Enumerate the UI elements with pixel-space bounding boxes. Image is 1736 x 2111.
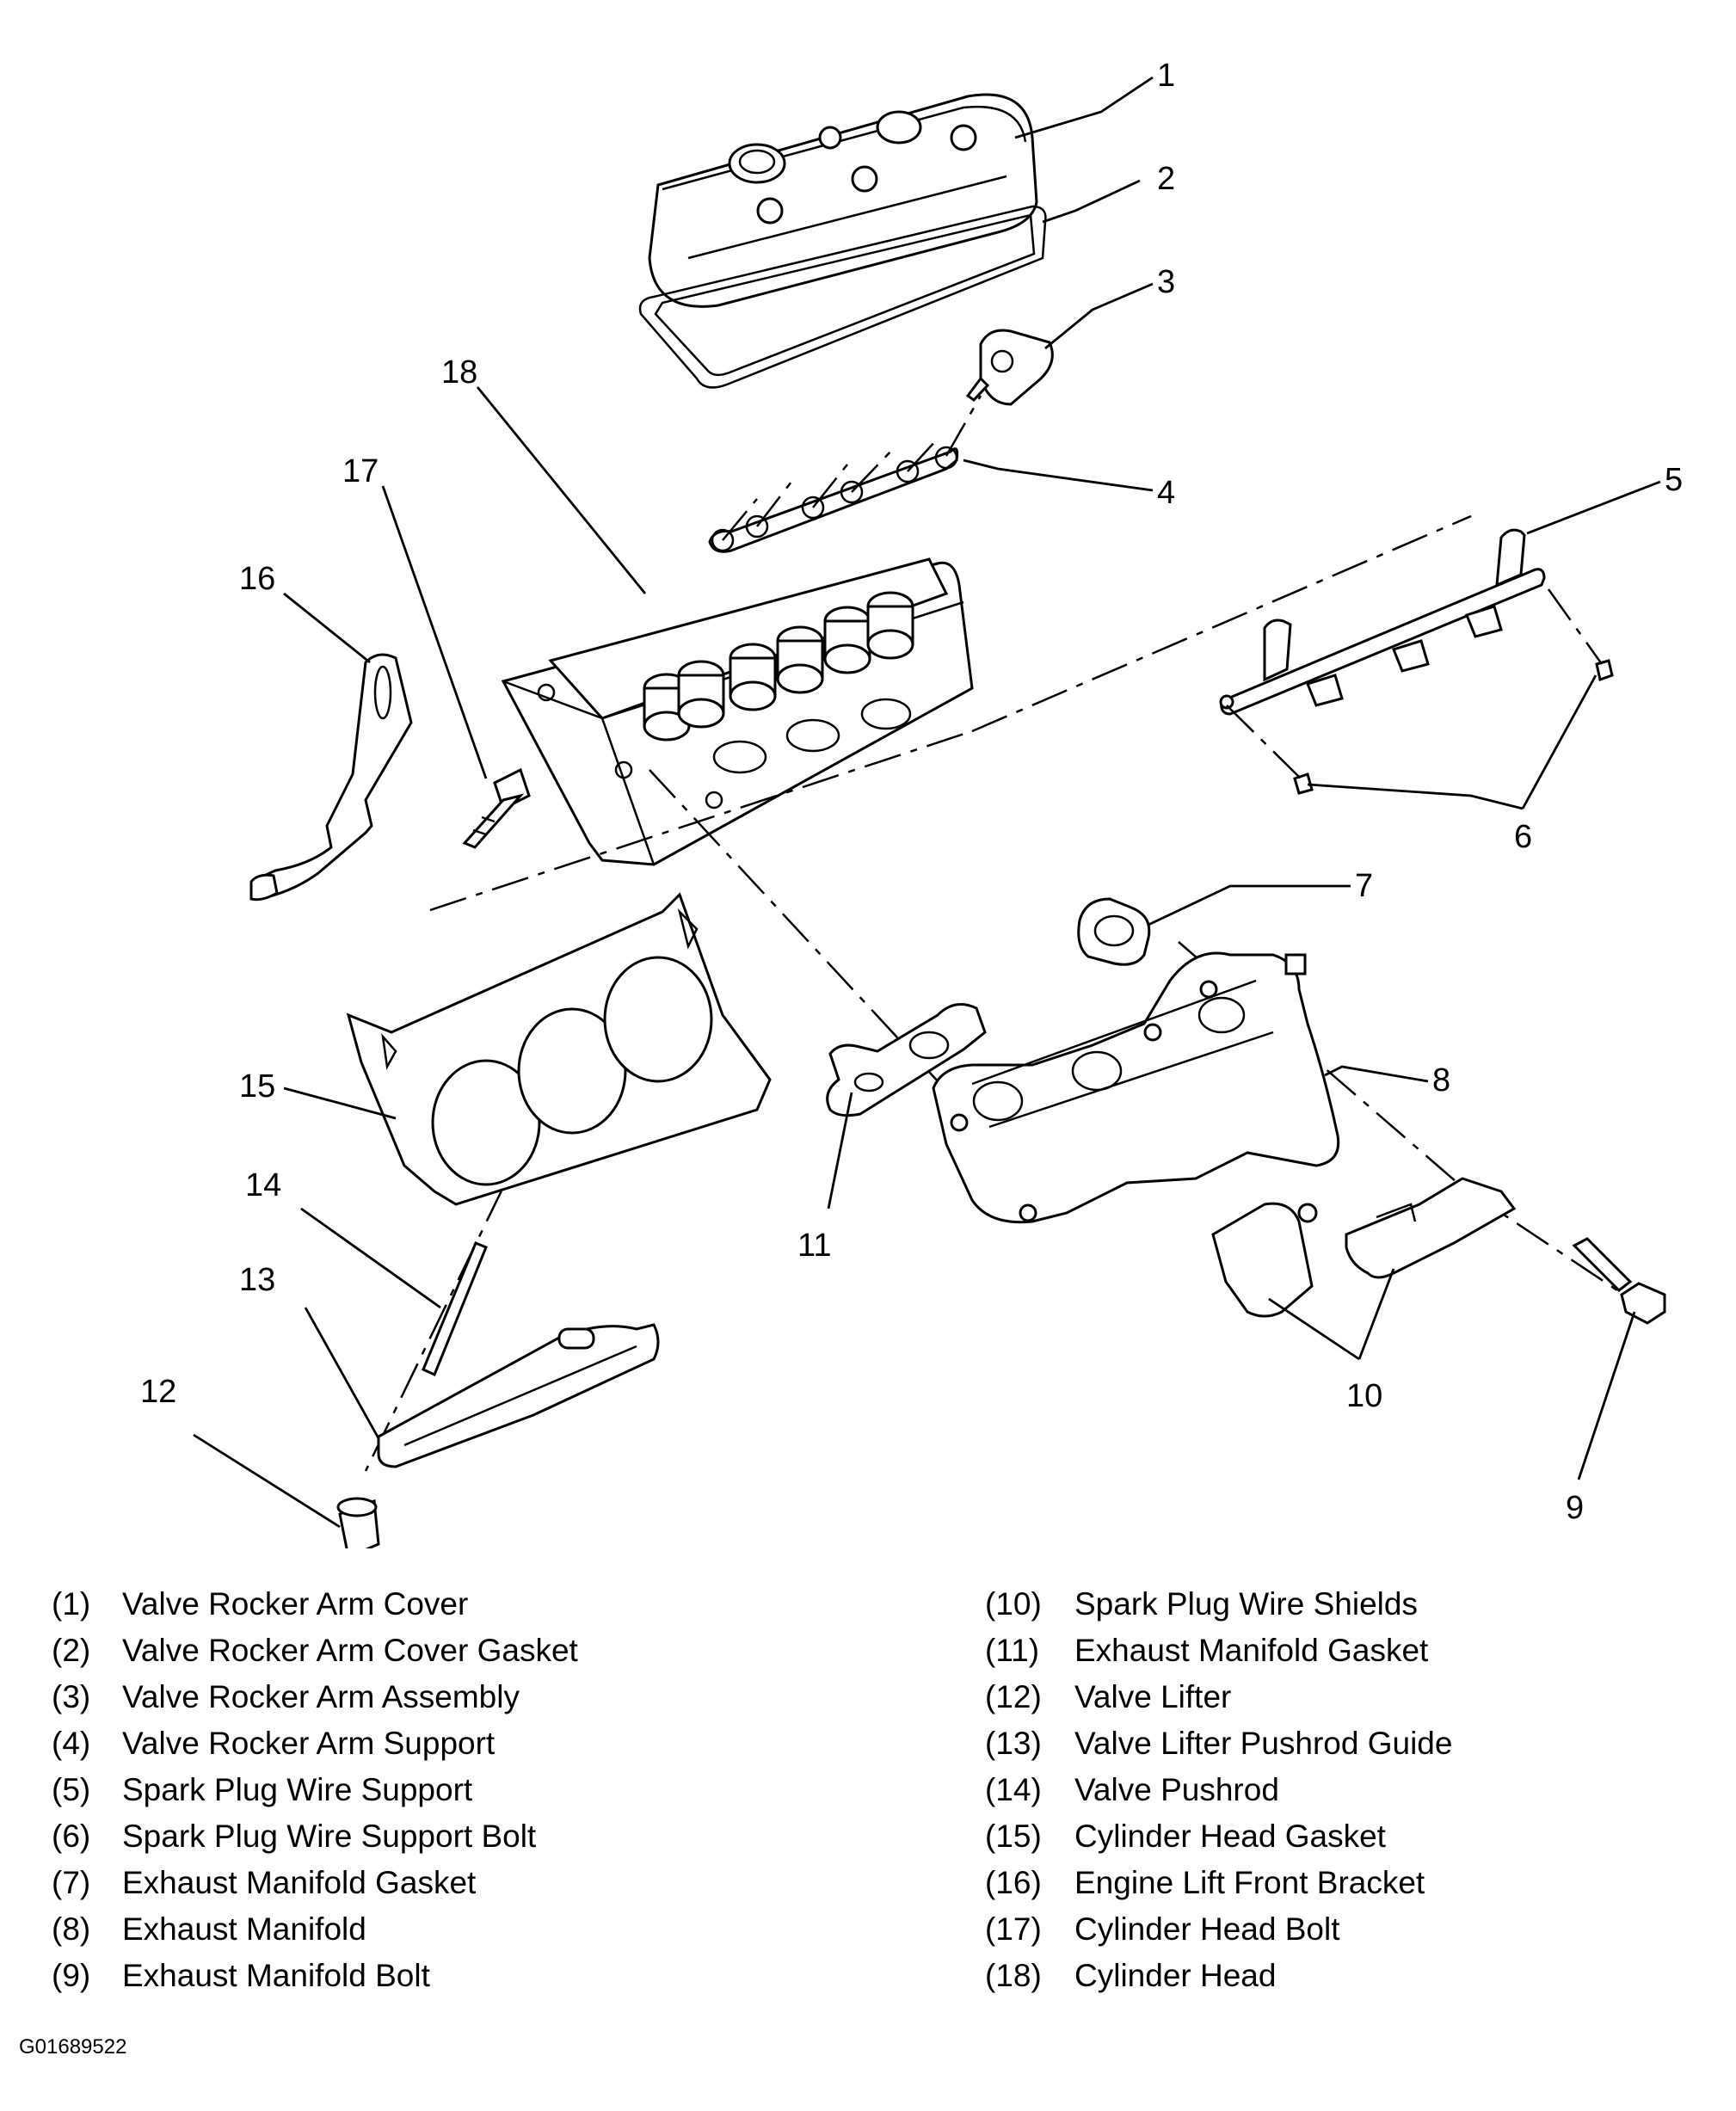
callout-1: 1	[1157, 58, 1175, 94]
callout-13: 13	[239, 1262, 275, 1298]
legend-item: (16) Engine Lift Front Bracket	[985, 1860, 1452, 1906]
legend-left-column: (1) Valve Rocker Arm Cover (2) Valve Rocke…	[52, 1581, 578, 1999]
legend-label: Spark Plug Wire Support	[122, 1772, 473, 1807]
valve-pushrod	[422, 1241, 488, 1377]
callout-4: 4	[1157, 475, 1175, 511]
legend-label: Cylinder Head Bolt	[1074, 1911, 1340, 1947]
callout-8: 8	[1432, 1062, 1450, 1099]
callout-16: 16	[239, 561, 275, 597]
callout-15: 15	[239, 1068, 275, 1105]
callout-7: 7	[1355, 868, 1373, 904]
legend-item: (5) Spark Plug Wire Support	[52, 1767, 578, 1813]
legend-number: (15)	[985, 1819, 1042, 1854]
legend-number: (14)	[985, 1772, 1042, 1807]
legend-number: (6)	[52, 1819, 91, 1854]
legend-number: (1)	[52, 1586, 91, 1622]
legend-label: Valve Rocker Arm Support	[122, 1726, 496, 1761]
cylinder-head-bolt	[462, 767, 531, 849]
legend-label: Spark Plug Wire Shields	[1074, 1586, 1418, 1622]
callout-5: 5	[1665, 462, 1683, 498]
legend-number: (4)	[52, 1726, 91, 1761]
valve-lifter	[336, 1497, 380, 1548]
exhaust-manifold-gasket-7	[1077, 897, 1151, 966]
cylinder-head	[501, 557, 974, 866]
callout-9: 9	[1566, 1490, 1584, 1526]
legend-item: (14) Valve Pushrod	[985, 1767, 1452, 1813]
leader-lines	[193, 76, 1661, 1529]
exhaust-manifold-bolt	[1572, 1237, 1666, 1325]
legend-label: Valve Rocker Arm Assembly	[122, 1679, 520, 1714]
valve-rocker-arm-support	[708, 395, 982, 553]
engine-lift-front-bracket	[249, 653, 413, 902]
legend-item: (2) Valve Rocker Arm Cover Gasket	[52, 1628, 578, 1674]
legend-number: (11)	[985, 1633, 1040, 1668]
callout-3: 3	[1157, 264, 1175, 300]
valve-lifter-pushrod-guide	[377, 1323, 660, 1468]
callout-18: 18	[441, 354, 477, 391]
legend-label: Exhaust Manifold Bolt	[122, 1958, 430, 1993]
exhaust-manifold-gasket-11	[826, 1003, 987, 1117]
callout-17: 17	[342, 453, 379, 489]
legend-item: (3) Valve Rocker Arm Assembly	[52, 1674, 578, 1720]
legend-label: Engine Lift Front Bracket	[1074, 1865, 1425, 1900]
legend-number: (2)	[52, 1633, 91, 1668]
callout-12: 12	[140, 1374, 176, 1410]
exhaust-manifold	[932, 951, 1340, 1224]
legend-number: (5)	[52, 1772, 91, 1807]
callout-11: 11	[797, 1228, 831, 1264]
legend-number: (9)	[52, 1958, 91, 1993]
legend-label: Valve Pushrod	[1074, 1772, 1279, 1807]
spark-plug-wire-support	[1219, 528, 1546, 716]
valve-rocker-arm-cover	[648, 93, 1038, 308]
figure-code: G01689522	[19, 2035, 127, 2059]
legend-number: (12)	[985, 1679, 1042, 1714]
legend-item: (1) Valve Rocker Arm Cover	[52, 1581, 578, 1628]
legend-item: (9) Exhaust Manifold Bolt	[52, 1953, 578, 1999]
legend-number: (17)	[985, 1911, 1042, 1947]
legend-number: (7)	[52, 1865, 91, 1900]
legend-label: Spark Plug Wire Support Bolt	[122, 1819, 537, 1854]
legend-number: (3)	[52, 1679, 91, 1714]
callout-labels: 1 2 3 4 5 6 7 8 9 10 11 12 13 14 15 16 1…	[140, 58, 1683, 1526]
spark-plug-wire-support-bolts	[1226, 588, 1614, 795]
callout-2: 2	[1157, 161, 1175, 197]
legend-item: (4) Valve Rocker Arm Support	[52, 1720, 578, 1767]
legend-label: Valve Rocker Arm Cover	[122, 1586, 469, 1622]
valve-springs	[643, 591, 914, 742]
valve-rocker-arm-assembly	[965, 329, 1054, 406]
legend-label: Valve Rocker Arm Cover Gasket	[122, 1633, 578, 1668]
callout-10: 10	[1346, 1378, 1382, 1414]
legend-number: (18)	[985, 1958, 1042, 1993]
legend-item: (11) Exhaust Manifold Gasket	[985, 1628, 1452, 1674]
legend-item: (18) Cylinder Head	[985, 1953, 1452, 1999]
legend-label: Exhaust Manifold Gasket	[1074, 1633, 1429, 1668]
legend-number: (8)	[52, 1911, 91, 1947]
legend-item: (7) Exhaust Manifold Gasket	[52, 1860, 578, 1906]
legend-item: (6) Spark Plug Wire Support Bolt	[52, 1813, 578, 1860]
legend-number: (13)	[985, 1726, 1042, 1761]
valve-rocker-arm-cover-gasket	[638, 205, 1047, 389]
legend-label: Valve Lifter	[1074, 1679, 1232, 1714]
legend-label: Exhaust Manifold	[122, 1911, 366, 1947]
legend-label: Exhaust Manifold Gasket	[122, 1865, 477, 1900]
legend-item: (8) Exhaust Manifold	[52, 1906, 578, 1953]
legend-label: Valve Lifter Pushrod Guide	[1074, 1726, 1453, 1761]
cylinder-head-gasket	[346, 892, 772, 1206]
legend-item: (17) Cylinder Head Bolt	[985, 1906, 1452, 1953]
legend-item: (13) Valve Lifter Pushrod Guide	[985, 1720, 1452, 1767]
callout-14: 14	[245, 1167, 281, 1203]
legend-number: (16)	[985, 1865, 1042, 1900]
legend-item: (15) Cylinder Head Gasket	[985, 1813, 1452, 1860]
callout-6: 6	[1514, 819, 1532, 855]
exploded-parts-diagram: 1 2 3 4 5 6 7 8 9 10 11 12 13 14 15 16 1…	[140, 58, 1683, 1548]
legend-right-column: (10) Spark Plug Wire Shields (11) Exhaust …	[985, 1581, 1452, 1999]
legend-number: (10)	[985, 1586, 1042, 1622]
legend-label: Cylinder Head Gasket	[1074, 1819, 1386, 1854]
spark-plug-wire-shields	[1211, 1177, 1517, 1318]
legend-item: (12) Valve Lifter	[985, 1674, 1452, 1720]
legend-label: Cylinder Head	[1074, 1958, 1277, 1993]
legend-item: (10) Spark Plug Wire Shields	[985, 1581, 1452, 1628]
